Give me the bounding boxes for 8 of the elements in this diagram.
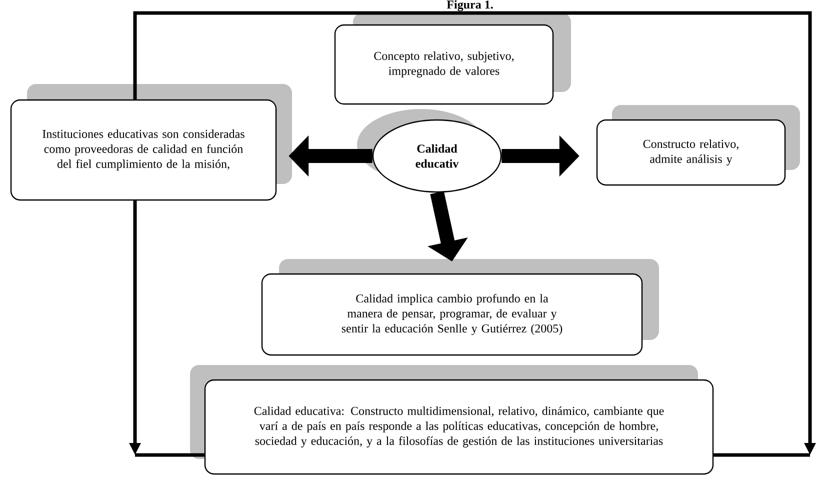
text-box: Instituciones educativas son consideradas como proveedoras de calidad en función del fiel cumplimiento de la misión,	[10, 99, 277, 201]
text-box: Concepto relativo, subjetivo, impregnado de valores	[334, 24, 554, 105]
text-box: Constructo relativo, admite análisis y	[596, 119, 786, 186]
figure-title: Figura 1.	[446, 0, 493, 12]
connector-line	[135, 453, 204, 457]
text-box: Calidad educativa: Constructo multidimensional, relativo, dinámico, cambiante que varí a de país en país responde a las políticas educativas, concepción de hombre, sociedad y educación, y a la filosofías de gestión de las instituciones universitarias	[204, 379, 714, 475]
text-box: Calidad implica cambio profundo en la manera de pensar, programar, de evaluar y sentir la educación Senlle y Gutiérrez (2005)	[261, 273, 643, 356]
connector-line	[714, 453, 810, 457]
